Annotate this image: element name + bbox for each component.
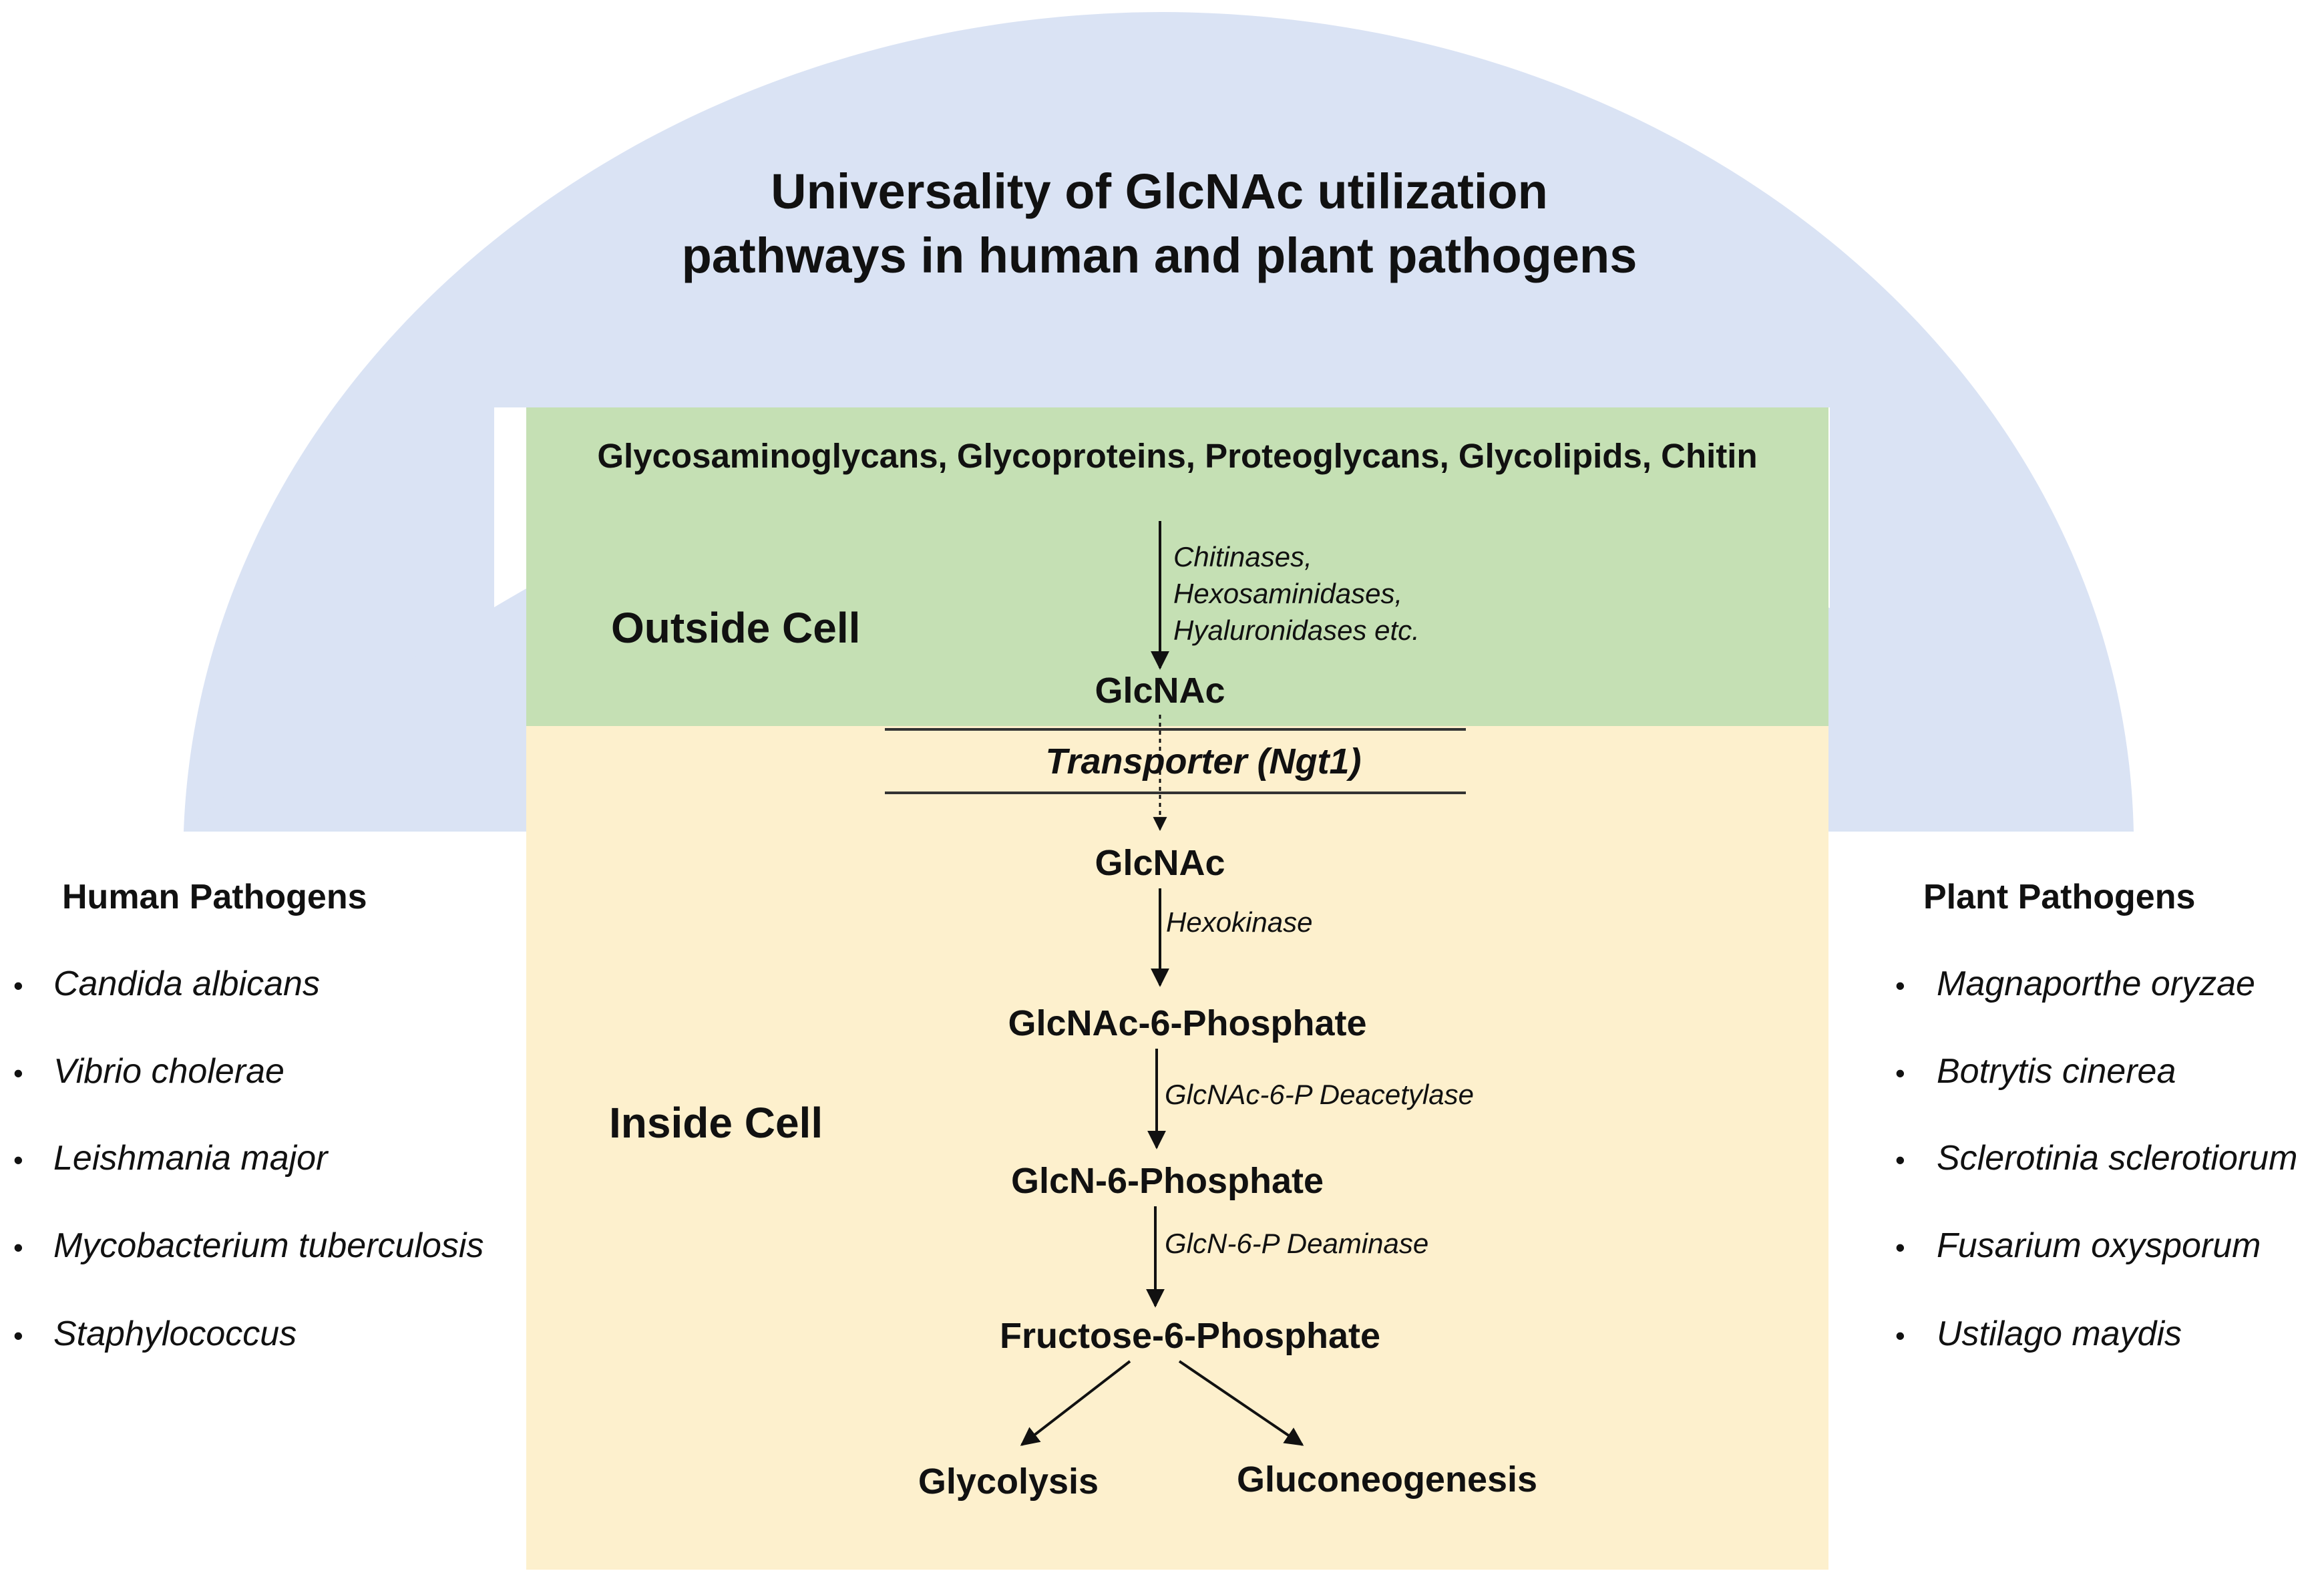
plant-pathogens-heading: Plant Pathogens [1923,878,2195,916]
outside-cell-label: Outside Cell [611,604,860,652]
enzyme-deaminase: GlcN-6-P Deaminase [1165,1228,1428,1259]
transporter-label: Transporter (Ngt1) [1045,741,1361,781]
outside-cell-region [526,407,1828,726]
enzyme-hexokinase: Hexokinase [1166,906,1312,938]
plant-pathogens-list: • Magnaporthe oryzae • Botrytis cinerea … [1895,965,2297,1353]
list-item: Ustilago maydis [1937,1315,2182,1353]
bullet: • [1895,1144,1905,1176]
output-gluconeogenesis: Gluconeogenesis [1237,1459,1537,1500]
list-item: Staphylococcus [53,1315,297,1353]
human-pathogens-list: • Candida albicans • Vibrio cholerae • L… [13,965,483,1353]
inside-cell-region [526,726,1828,1570]
metabolite-fructose-6-phosphate: Fructose-6-Phosphate [1000,1316,1380,1356]
bullet: • [13,1232,23,1263]
human-pathogens-heading: Human Pathogens [62,878,367,916]
bullet: • [1895,1057,1905,1089]
bullet: • [13,1320,23,1351]
bullet: • [13,1057,23,1089]
diagram-title-line-1: Universality of GlcNAc utilization [771,164,1548,219]
bullet: • [1895,970,1905,1001]
list-item: Botrytis cinerea [1937,1052,2176,1091]
enzyme-deacetylase: GlcNAc-6-P Deacetylase [1165,1079,1474,1110]
extracellular-enzyme-1: Chitinases, [1173,541,1312,572]
bullet: • [13,1144,23,1176]
bullet: • [1895,1232,1905,1263]
glycolysis-arrow [1020,1360,1131,1446]
list-item: Fusarium oxysporum [1937,1226,2261,1265]
output-glycolysis: Glycolysis [918,1461,1099,1502]
list-item: Mycobacterium tuberculosis [53,1226,483,1265]
inside-cell-label: Inside Cell [609,1099,823,1147]
list-item: Leishmania major [53,1139,329,1178]
list-item: Vibrio cholerae [53,1052,284,1091]
extracellular-enzyme-2: Hexosaminidases, [1173,578,1402,609]
metabolite-glcnac-6-phosphate: GlcNAc-6-Phosphate [1008,1003,1366,1043]
list-item: Magnaporthe oryzae [1937,965,2255,1003]
gluconeogenesis-arrow [1178,1360,1304,1446]
bullet: • [13,970,23,1001]
list-item: Candida albicans [53,965,320,1003]
background-arc [184,12,2134,832]
metabolite-glcn-6-phosphate: GlcN-6-Phosphate [1011,1161,1324,1201]
metabolite-glcnac: GlcNAc [1095,843,1225,883]
background-arc-inner-right [1796,588,2134,832]
extracellular-enzyme-3: Hyaluronidases etc. [1173,615,1420,646]
bullet: • [1895,1320,1905,1351]
list-item: Sclerotinia sclerotiorum [1937,1139,2297,1178]
substrate-list: Glycosaminoglycans, Glycoproteins, Prote… [597,437,1757,475]
diagram-title-line-2: pathways in human and plant pathogens [682,228,1637,283]
background-arc-inner [184,588,528,832]
extracellular-glcnac: GlcNAc [1095,671,1225,711]
